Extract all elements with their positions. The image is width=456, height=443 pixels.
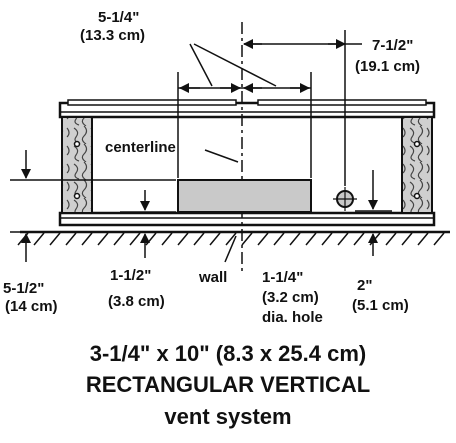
top-plate [58,101,436,119]
ground-hatch-mark [273,232,285,246]
left-stud-nail-top [73,140,81,148]
label-slot-cm: (3.8 cm) [108,293,165,310]
ground-hatch-mark [145,232,157,246]
label-floor-in: 5-1/2" [3,280,44,297]
ground-hatch-mark [385,232,397,246]
floor-panel-right [257,99,427,106]
ground-hatch-mark [177,232,189,246]
ground-hatch-mark [401,232,413,246]
label-slot-in: 1-1/2" [110,267,151,284]
label-centerline: centerline [105,139,176,156]
label-hole-offset-cm: (19.1 cm) [355,58,420,75]
ground-hatch-mark [321,232,333,246]
ground-hatch-mark [337,232,349,246]
label-hole-height-cm: (5.1 cm) [352,297,409,314]
right-stud-nail-bottom [413,192,421,200]
ground-hatch-mark [129,232,141,246]
floor-panel-left [67,99,237,106]
label-dim-width-in: 5-1/4" [98,9,139,26]
caption-line-2: RECTANGULAR VERTICAL [86,372,370,397]
ground-hatch-mark [161,232,173,246]
caption-line-3: vent system [164,404,291,429]
ground-hatch-mark [433,232,445,246]
left-stud-nail-bottom [73,192,81,200]
ground-hatch-mark [209,232,221,246]
caption-line-1: 3-1/4" x 10" (8.3 x 25.4 cm) [90,341,366,366]
wall-leader [224,235,237,263]
label-hole-offset-in: 7-1/2" [372,37,413,54]
ground-hatch-mark [49,232,61,246]
label-hole-dia-cm: (3.2 cm) [262,289,319,306]
slot-width-leader-1 [189,43,213,87]
bottom-plate [58,211,436,227]
slot-width-leader-2 [193,43,277,87]
ground-hatch-mark [241,232,253,246]
ground-hatch-mark [225,232,237,246]
ground-hatch-mark [65,232,77,246]
label-floor-cm: (14 cm) [5,298,58,315]
right-stud-nail-top [413,140,421,148]
label-hole-height-in: 2" [357,277,372,294]
ground-hatch-mark [289,232,301,246]
ground-hatch-mark [33,232,45,246]
ground-hatch-mark [193,232,205,246]
ground-hatch-mark [417,232,429,246]
ground-hatch-mark [113,232,125,246]
label-hole-dia-note: dia. hole [262,309,323,326]
ground-hatching [17,232,445,246]
label-hole-dia-in: 1-1/4" [262,269,303,286]
ground-hatch-mark [97,232,109,246]
ground-hatch-mark [257,232,269,246]
ground-hatch-mark [81,232,93,246]
centerline-leader [204,149,239,163]
ground-hatch-mark [305,232,317,246]
vent-slot [177,179,312,213]
label-dim-width-cm: (13.3 cm) [80,27,145,44]
ground-hatch-mark [353,232,365,246]
label-wall: wall [198,269,227,286]
ground-hatch-mark [369,232,381,246]
